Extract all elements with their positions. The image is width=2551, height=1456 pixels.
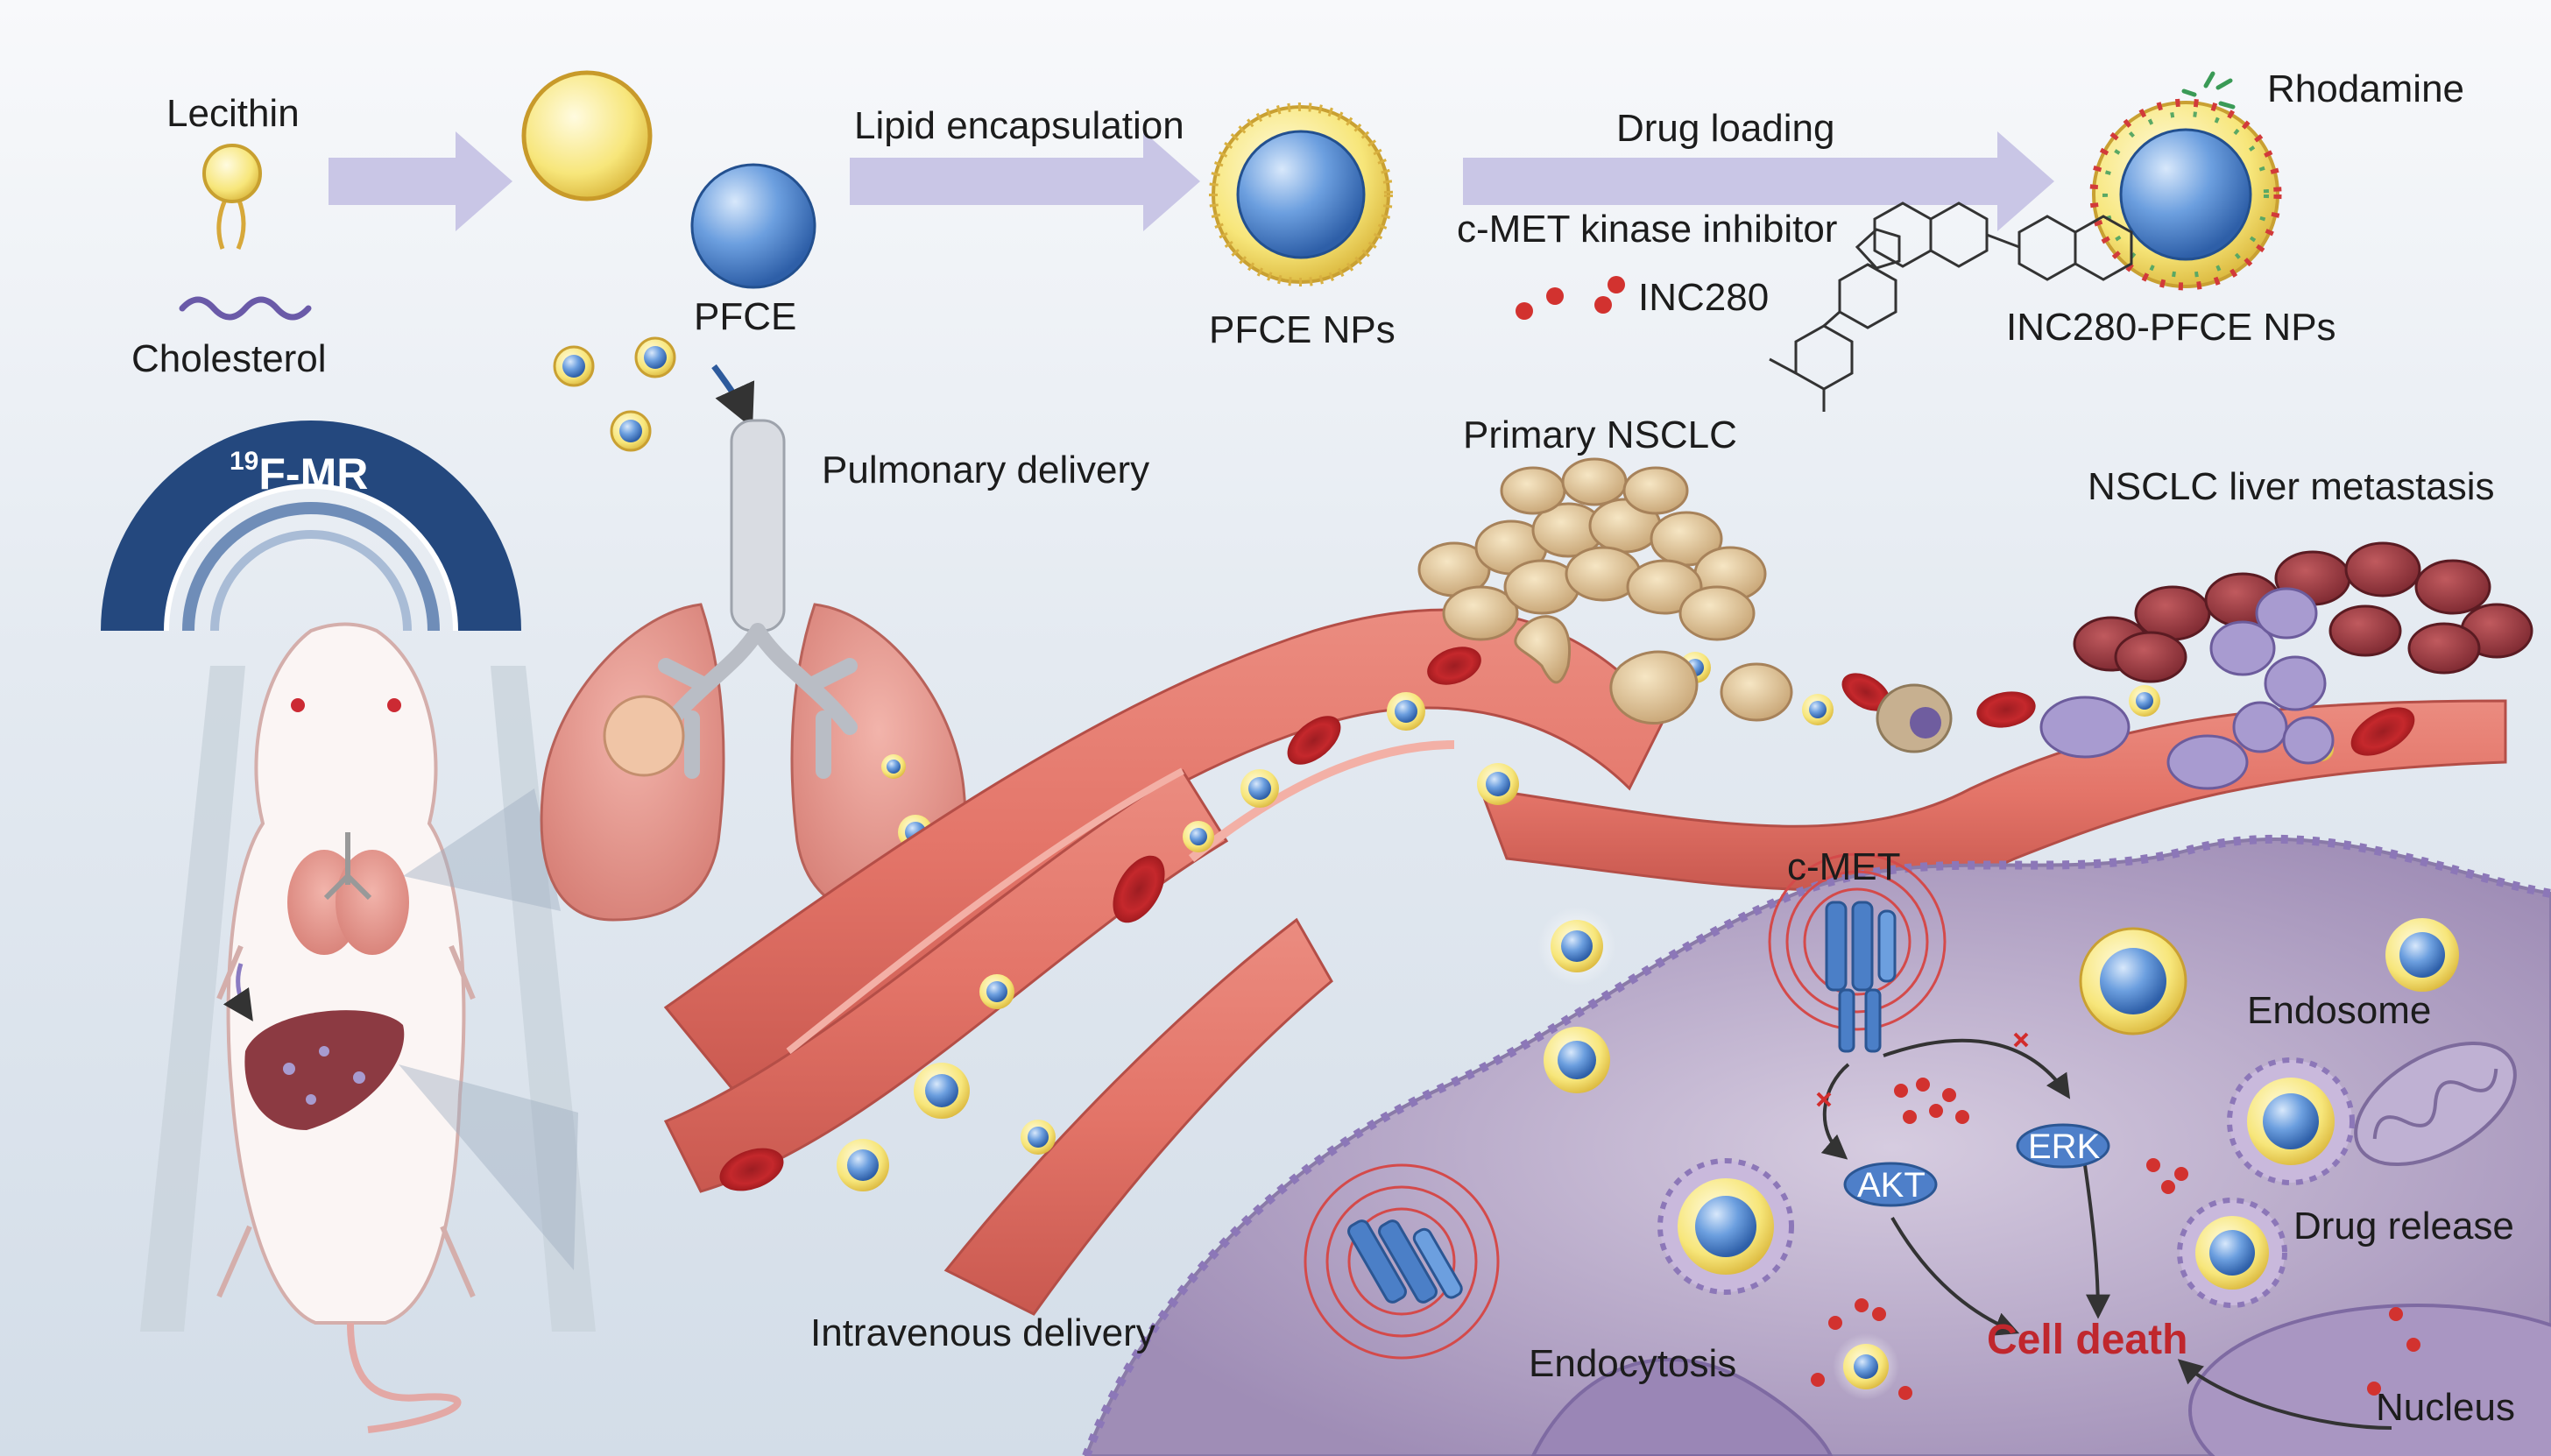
lipid-vesicle-icon (521, 70, 653, 201)
cholesterol-label: Cholesterol (131, 337, 327, 380)
scanner-rail (140, 666, 245, 1332)
mri-superscript: 19 (230, 447, 259, 476)
scanner-rail (491, 666, 596, 1332)
c-met-receptor (1768, 852, 1947, 1053)
mri-label: 19F-MR (230, 447, 369, 498)
free-nanoparticles (553, 336, 676, 452)
mri-scanner-icon (101, 421, 521, 632)
drug-loading-label: Drug loading (1616, 107, 1835, 150)
erk-node (2016, 1123, 2110, 1169)
process-arrows (329, 131, 2054, 231)
akt-label: AKT (1857, 1166, 1926, 1205)
pfce-nps-label: PFCE NPs (1209, 308, 1396, 351)
endosome-label: Endosome (2247, 989, 2432, 1032)
inc280-drug-icon (1516, 276, 1625, 320)
pfce-label: PFCE (694, 295, 797, 338)
primary-nsclc-label: Primary NSCLC (1463, 413, 1737, 456)
c-met-receptor-secondary (1304, 1163, 1500, 1360)
lecithin-icon (202, 144, 262, 250)
liver-metastasis-label: NSCLC liver metastasis (2088, 465, 2495, 508)
pfce-np-icon (1209, 102, 1393, 286)
rhodamine-icon (2181, 71, 2236, 110)
akt-node (1843, 1162, 1938, 1207)
pfce-sphere-icon (690, 163, 816, 289)
cell-death-label: Cell death (1987, 1317, 2188, 1363)
delivery-arrow (711, 364, 755, 428)
drug-release-label: Drug release (2293, 1205, 2514, 1247)
liver-metastasis (2073, 541, 2533, 765)
circulating-tumor-cells (1609, 650, 2249, 790)
inc280-pfce-np-icon (2089, 98, 2282, 291)
cell-nanoparticles (1537, 907, 2459, 1400)
cholesterol-icon (179, 296, 312, 321)
rhodamine-label: Rhodamine (2267, 67, 2465, 110)
signaling-arrows (1820, 1038, 2392, 1430)
zoom-cone-lung (403, 788, 561, 911)
inc280-label: INC280 (1638, 276, 1770, 319)
c-met-label: c-MET (1787, 845, 1901, 888)
primary-tumor (1417, 457, 1767, 684)
inc280-pfce-nps-label: INC280-PFCE NPs (2006, 306, 2336, 349)
vessel-nanoparticles (837, 652, 2334, 1191)
zoom-cone-liver (399, 1064, 578, 1270)
inhibition-marks (1816, 1032, 2029, 1107)
intravenous-delivery-label: Intravenous delivery (810, 1311, 1155, 1354)
endocytosis-label: Endocytosis (1529, 1342, 1737, 1385)
mouse-illustration (216, 622, 476, 1433)
nucleus-label: Nucleus (2376, 1386, 2515, 1429)
mri-text: F-MR (258, 449, 369, 498)
chemical-structure-icon (1769, 201, 2133, 412)
released-drug (1811, 1078, 2420, 1400)
red-blood-cells (719, 647, 2415, 1191)
lipid-encapsulation-label: Lipid encapsulation (854, 104, 1184, 147)
inhibitor-label: c-MET kinase inhibitor (1457, 208, 1838, 251)
lecithin-label: Lecithin (166, 92, 300, 135)
pulmonary-delivery-label: Pulmonary delivery (822, 449, 1150, 491)
erk-label: ERK (2028, 1127, 2101, 1166)
